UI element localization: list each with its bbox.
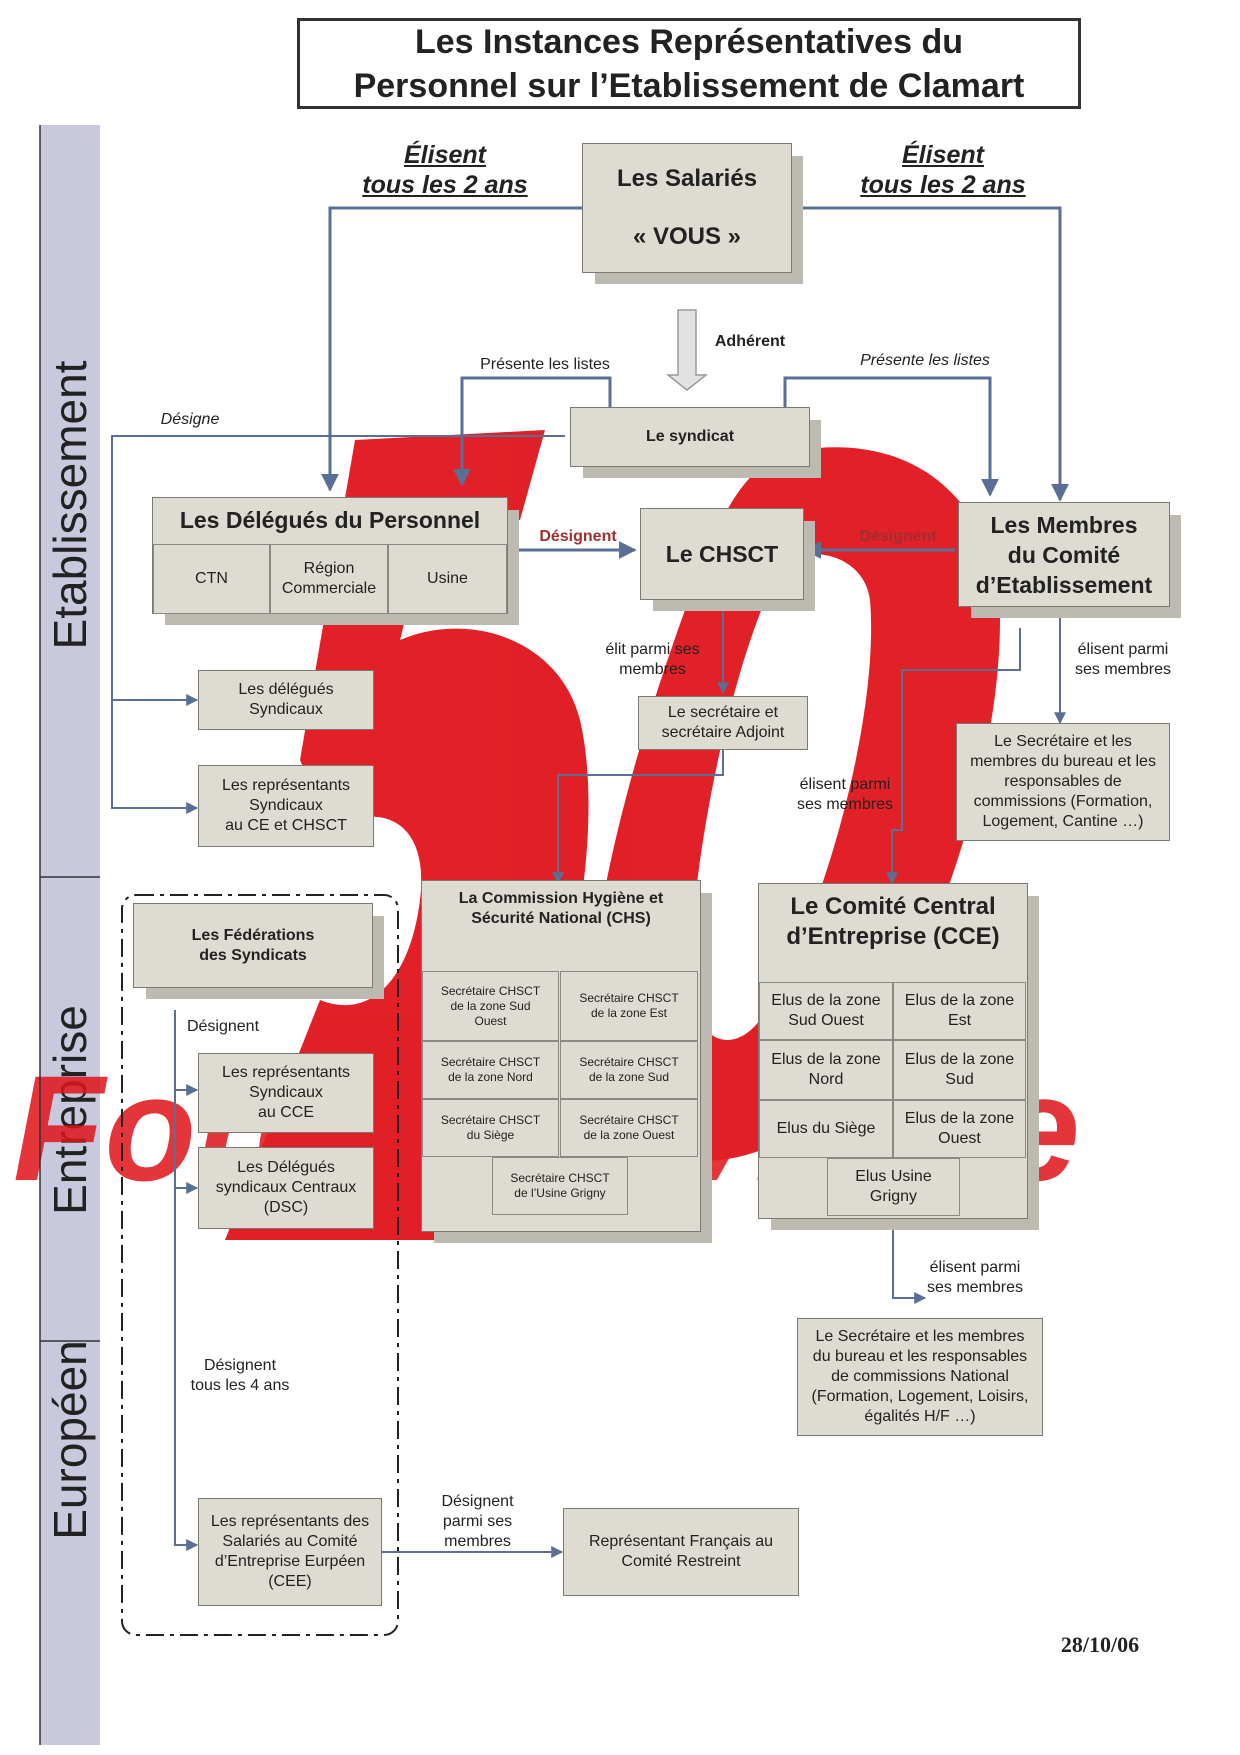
salaries-box: Les Salariés « VOUS » <box>582 143 792 273</box>
cadre-federation <box>121 894 399 1636</box>
chsct-box: Le CHSCT <box>640 508 804 600</box>
dp-cell-region: Région Commerciale <box>270 544 388 614</box>
wire-designe <box>111 435 565 814</box>
chs-cell-siege: Secrétaire CHSCT du Siège <box>422 1099 559 1157</box>
label-elisent-left: Élisent tous les 2 ans <box>362 141 528 199</box>
cce-cell-sud-ouest: Elus de la zone Sud Ouest <box>759 982 893 1040</box>
label-elit-parmi: élit parmi ses membres <box>605 641 700 678</box>
syndicat-label: Le syndicat <box>645 428 735 445</box>
cce-cell-ouest: Elus de la zone Ouest <box>893 1100 1026 1158</box>
label-designe: Désigne <box>160 411 220 428</box>
dsc-box: Les Délégués syndicaux Centraux (DSC) <box>198 1147 374 1229</box>
cce-title: Le Comité Central d’Entreprise (CCE) <box>786 893 1000 950</box>
cce-box: Le Comité Central d’Entreprise (CCE) Elu… <box>758 883 1028 1219</box>
label-presente-right: Présente les listes <box>860 352 990 369</box>
label-designent-parmi: Désignent parmi ses membres <box>441 1493 514 1550</box>
cce-cell-est: Elus de la zone Est <box>893 982 1026 1040</box>
chs-cell-sud-ouest: Secrétaire CHSCT de la zone Sud Ouest <box>422 971 559 1041</box>
label-elisent-parmi-cce: élisent parmi ses membres <box>926 1259 1024 1296</box>
chs-cell-est: Secrétaire CHSCT de la zone Est <box>560 971 698 1041</box>
ce-label: Les Membres du Comité d’Etablissement <box>975 511 1153 598</box>
wire-salaries-ce <box>790 206 1069 502</box>
chs-cell-sud: Secrétaire CHSCT de la zone Sud <box>560 1041 698 1099</box>
date-stamp: 28/10/06 <box>1060 1632 1140 1657</box>
federations-label: Les Fédérations des Syndicats <box>191 926 315 964</box>
label-elisent-parmi-right: élisent parmi ses membres <box>1074 641 1172 678</box>
label-elisent-parmi-mid: élisent parmi ses membres <box>796 776 894 813</box>
label-presente-left: Présente les listes <box>480 356 610 373</box>
wire-syndicat-dp <box>453 376 612 487</box>
dp-title: Les Délégués du Personnel <box>179 507 481 533</box>
wire-salaries-dp <box>321 206 585 492</box>
wire-ce-cce <box>886 628 1021 885</box>
label-designent-fed: Désignent <box>186 1018 260 1035</box>
wire-cce-sec <box>892 1215 927 1304</box>
dp-cell-ctn: CTN <box>153 544 270 614</box>
chsct-label: Le CHSCT <box>665 540 779 567</box>
comite-restreint-box: Représentant Français au Comité Restrein… <box>563 1508 799 1596</box>
dp-cell-usine: Usine <box>388 544 507 614</box>
dp-box: Les Délégués du Personnel CTN Région Com… <box>152 497 508 614</box>
chs-title: La Commission Hygiène et Sécurité Nation… <box>458 890 664 927</box>
syndicat-box: Le syndicat <box>570 407 810 467</box>
wire-syndicat-ce <box>783 376 999 497</box>
label-elisent-right: Élisent tous les 2 ans <box>860 141 1026 199</box>
secretaire-cce-box: Le Secrétaire et les membres du bureau e… <box>797 1318 1043 1436</box>
salaries-subtitle: « VOUS » <box>632 223 742 250</box>
secretaire-ce-box: Le Secrétaire et les membres du bureau e… <box>956 723 1170 841</box>
delegues-syndicaux-box: Les délégués Syndicaux <box>198 670 374 730</box>
chs-cell-grigny: Secrétaire CHSCT de l’Usine Grigny <box>492 1157 628 1215</box>
salaries-title: Les Salariés <box>616 165 758 192</box>
adherent-arrow <box>665 309 709 391</box>
rep-syndicaux-ce-box: Les représentants Syndicaux au CE et CHS… <box>198 765 374 847</box>
cce-cell-grigny: Elus Usine Grigny <box>827 1158 960 1216</box>
ce-box: Les Membres du Comité d’Etablissement <box>958 502 1170 607</box>
chs-box: La Commission Hygiène et Sécurité Nation… <box>421 880 701 1232</box>
wire-sec-chs <box>552 748 724 885</box>
page-title: Les Instances Représentatives du Personn… <box>297 18 1081 109</box>
label-designent-left: Désignent <box>539 528 617 545</box>
cce-cell-nord: Elus de la zone Nord <box>759 1040 893 1100</box>
label-designent-right: Désignent <box>859 528 937 545</box>
rep-cce-box: Les représentants Syndicaux au CCE <box>198 1053 374 1133</box>
cce-cell-sud: Elus de la zone Sud <box>893 1040 1026 1100</box>
sidebar-band <box>40 125 100 1745</box>
cce-cell-siege: Elus du Siège <box>759 1100 893 1158</box>
label-designent-4ans: Désignent tous les 4 ans <box>190 1357 290 1394</box>
cee-box: Les représentants des Salariés au Comité… <box>198 1498 382 1606</box>
label-adherent: Adhérent <box>714 333 786 350</box>
federations-box: Les Fédérations des Syndicats <box>133 903 373 988</box>
secretaire-chsct-box: Le secrétaire et secrétaire Adjoint <box>638 696 808 750</box>
chs-cell-nord: Secrétaire CHSCT de la zone Nord <box>422 1041 559 1099</box>
chs-cell-ouest: Secrétaire CHSCT de la zone Ouest <box>560 1099 698 1157</box>
